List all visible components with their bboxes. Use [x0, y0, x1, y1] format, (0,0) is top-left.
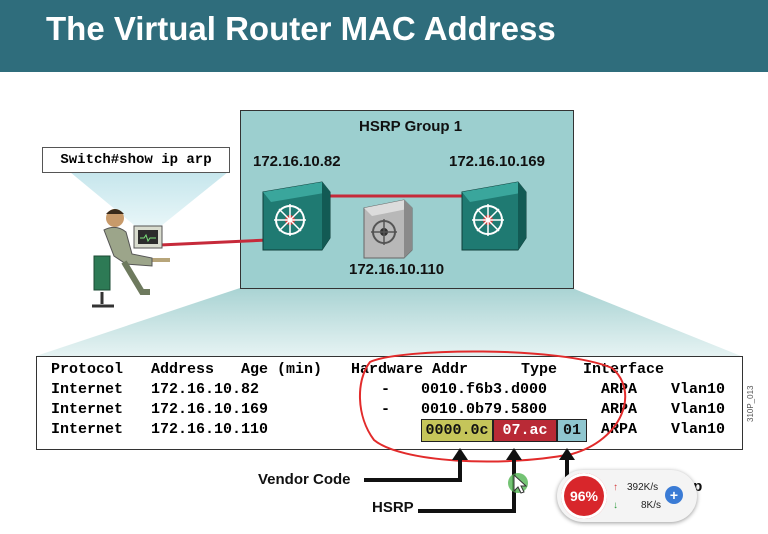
- left-router-ip: 172.16.10.82: [253, 153, 341, 170]
- col-hw-header: Hardware Addr: [351, 361, 469, 378]
- row1-age: -: [381, 381, 391, 398]
- red-highlight-ellipse: [359, 350, 627, 463]
- vendor-arrow-line: [364, 458, 462, 482]
- hsrp-arrow-line: [418, 458, 516, 513]
- network-speed-widget[interactable]: 96% ↑ 392K/s ↓ 8K/s +: [557, 470, 697, 522]
- row2-age: -: [381, 401, 391, 418]
- row3-iface: Vlan10: [671, 421, 726, 438]
- command-box: Switch#show ip arp: [42, 147, 230, 173]
- group-arrowhead: [559, 448, 575, 460]
- left-router-icon: [262, 181, 331, 251]
- row1-hw: 0010.f6b3.d000: [421, 381, 548, 398]
- expand-plus-button[interactable]: +: [665, 486, 683, 504]
- cursor-icon: [508, 473, 528, 494]
- row3-type: ARPA: [601, 421, 638, 438]
- slide-title: The Virtual Router MAC Address: [46, 10, 556, 47]
- user-at-computer-icon: [92, 209, 170, 308]
- hsrp-group-box: HSRP Group 1 172.16.10.82 172.16.10.169 …: [240, 110, 574, 289]
- row2-address: 172.16.10.169: [151, 401, 269, 418]
- vendor-code-label: Vendor Code: [258, 471, 351, 488]
- row3-protocol: Internet: [51, 421, 124, 438]
- right-router-icon: [461, 181, 527, 251]
- row1-iface: Vlan10: [671, 381, 726, 398]
- zoom-funnel: [36, 288, 741, 356]
- virtual-router-ip: 172.16.10.110: [349, 261, 445, 278]
- mac-group-segment: 01: [557, 419, 587, 442]
- group-name: HSRP Group 1: [359, 118, 463, 135]
- right-router-ip: 172.16.10.169: [449, 153, 545, 170]
- col-type-header: Type: [521, 361, 558, 378]
- row3-address: 172.16.10.110: [151, 421, 269, 438]
- col-protocol-header: Protocol: [51, 361, 124, 378]
- slide-code: 310P_013: [746, 385, 755, 422]
- hsrp-label: HSRP: [372, 499, 414, 516]
- row2-protocol: Internet: [51, 401, 124, 418]
- mac-hsrp-segment: 07.ac: [493, 419, 557, 442]
- upload-arrow-icon: ↑: [613, 482, 618, 493]
- user-link: [159, 238, 269, 247]
- arp-table: Protocol Address Age (min) Hardware Addr…: [36, 356, 743, 450]
- vendor-arrowhead: [452, 448, 468, 460]
- screen-beam: [70, 172, 228, 230]
- row2-iface: Vlan10: [671, 401, 726, 418]
- row2-hw: 0010.0b79.5800: [421, 401, 548, 418]
- mac-vendor-segment: 0000.0c: [421, 419, 493, 442]
- download-speed: 8K/s: [641, 500, 662, 511]
- virtual-router-icon: [363, 199, 413, 259]
- upload-speed: 392K/s: [627, 482, 659, 493]
- hsrp-arrowhead: [506, 448, 522, 460]
- row1-protocol: Internet: [51, 381, 124, 398]
- usage-percent: 96%: [561, 473, 607, 519]
- row2-type: ARPA: [601, 401, 638, 418]
- row1-address: 172.16.10.82: [151, 381, 260, 398]
- row1-type: ARPA: [601, 381, 638, 398]
- col-age-header: Age (min): [241, 361, 323, 378]
- title-bar: The Virtual Router MAC Address: [0, 0, 768, 72]
- col-address-header: Address: [151, 361, 215, 378]
- download-arrow-icon: ↓: [613, 500, 618, 511]
